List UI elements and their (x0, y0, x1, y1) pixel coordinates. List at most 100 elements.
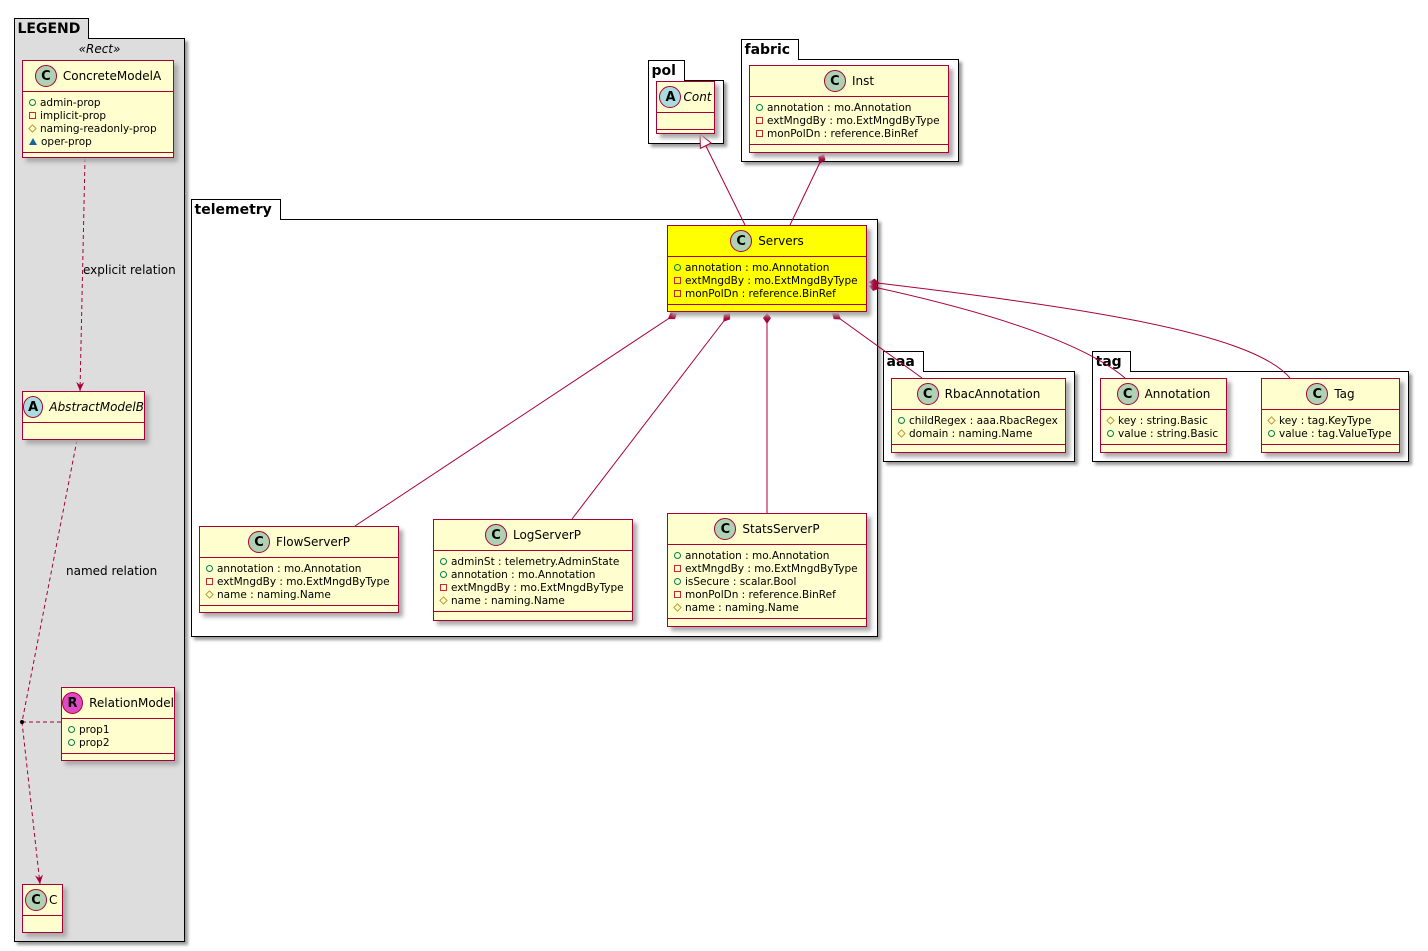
package-tag-label: tag (1091, 351, 1131, 372)
attribute-text: key : tag.KeyType (1279, 414, 1372, 427)
attribute-row: extMngdBy : mo.ExtMngdByType (674, 274, 860, 287)
attribute-row: annotation : mo.Annotation (206, 562, 392, 575)
attribute-row: annotation : mo.Annotation (756, 101, 942, 114)
edge-inst-servers (789, 153, 826, 226)
attribute-row: value : tag.ValueType (1268, 427, 1393, 440)
attribute-text: extMngdBy : mo.ExtMngdByType (685, 562, 858, 575)
class-icon: C (248, 531, 270, 553)
class-name: LogServerP (512, 528, 582, 542)
relation-icon: R (62, 692, 84, 714)
attribute-text: extMngdBy : mo.ExtMngdByType (685, 274, 858, 287)
class-name: Annotation (1144, 387, 1211, 401)
class-name: FlowServerP (276, 535, 350, 549)
attribute-row: monPolDn : reference.BinRef (756, 127, 942, 140)
attribute-row: name : naming.Name (439, 594, 626, 607)
class-name: StatsServerP (742, 522, 820, 536)
attribute-text: prop1 (79, 723, 110, 736)
attribute-text: domain : naming.Name (909, 427, 1033, 440)
class-methods (1262, 445, 1399, 453)
protected-visibility-icon (673, 603, 682, 612)
attribute-row: key : tag.KeyType (1267, 414, 1393, 427)
private-visibility-icon (29, 112, 36, 119)
class-methods (750, 145, 948, 153)
private-visibility-icon (674, 277, 681, 284)
class-icon: C (823, 70, 846, 92)
class-name: ConcreteModelA (62, 69, 162, 83)
class-name: RbacAnnotation (944, 387, 1041, 401)
class-icon: C (34, 65, 57, 87)
attribute-row: monPolDn : reference.BinRef (674, 287, 860, 300)
class-name: C (49, 893, 58, 907)
class-name: Inst (851, 74, 875, 88)
class-rbacannotation[interactable]: C RbacAnnotation childRegex : aaa.RbacRege… (891, 378, 1066, 453)
package-legend: LEGEND «Rect» (13, 18, 185, 942)
attribute-row: childRegex : aaa.RbacRegex (898, 414, 1059, 427)
attribute-text: isSecure : scalar.Bool (685, 575, 797, 588)
class-icon: C (916, 383, 939, 405)
protected-visibility-icon (897, 429, 906, 438)
class-icon: C (730, 230, 753, 252)
attribute-row: extMngdBy : mo.ExtMngdByType (756, 114, 942, 127)
edge-servers-logserverp (571, 312, 731, 520)
attribute-row: isSecure : scalar.Bool (674, 575, 860, 588)
attribute-row: adminSt : telemetry.AdminState (440, 555, 626, 568)
class-icon: C (1116, 383, 1139, 405)
attribute-row: monPolDn : reference.BinRef (674, 588, 860, 601)
edge-servers-rbacannotation (831, 312, 923, 379)
edge-explicit-relation (76, 157, 86, 392)
protected-visibility-icon (28, 124, 37, 133)
package-telemetry-label: telemetry (190, 199, 281, 220)
edge-named-relation (21, 439, 78, 885)
class-icon: C (25, 889, 47, 911)
attribute-row: name : naming.Name (205, 588, 392, 601)
attribute-text: monPolDn : reference.BinRef (685, 287, 836, 300)
class-header: C Inst (750, 66, 948, 97)
legend-stereotype: «Rect» (78, 42, 121, 56)
class-methods (434, 612, 632, 620)
public-visibility-icon (1107, 430, 1114, 437)
attribute-row: annotation : mo.Annotation (440, 568, 626, 581)
attribute-text: naming-readonly-prop (40, 122, 157, 135)
class-methods (668, 305, 866, 313)
class-header: C RbacAnnotation (892, 379, 1065, 410)
public-visibility-icon (440, 571, 447, 578)
attribute-row: admin-prop (29, 96, 167, 109)
attribute-text: extMngdBy : mo.ExtMngdByType (217, 575, 390, 588)
class-logserverp[interactable]: C LogServerP adminSt : telemetry.AdminStat… (433, 519, 633, 621)
attribute-row: implicit-prop (29, 109, 167, 122)
private-visibility-icon (674, 565, 681, 572)
attribute-text: adminSt : telemetry.AdminState (451, 555, 620, 568)
class-icon: C (484, 524, 507, 546)
class-methods (62, 754, 174, 762)
attribute-row: key : string.Basic (1106, 414, 1220, 427)
package-pol-label: pol (647, 60, 685, 81)
attribute-text: childRegex : aaa.RbacRegex (909, 414, 1058, 427)
attribute-row: domain : naming.Name (897, 427, 1059, 440)
protected-visibility-icon (1267, 416, 1276, 425)
public-visibility-icon (206, 565, 213, 572)
public-visibility-icon (674, 264, 681, 271)
attribute-row: prop1 (68, 723, 168, 736)
attribute-row: annotation : mo.Annotation (674, 549, 860, 562)
private-visibility-icon (674, 591, 681, 598)
